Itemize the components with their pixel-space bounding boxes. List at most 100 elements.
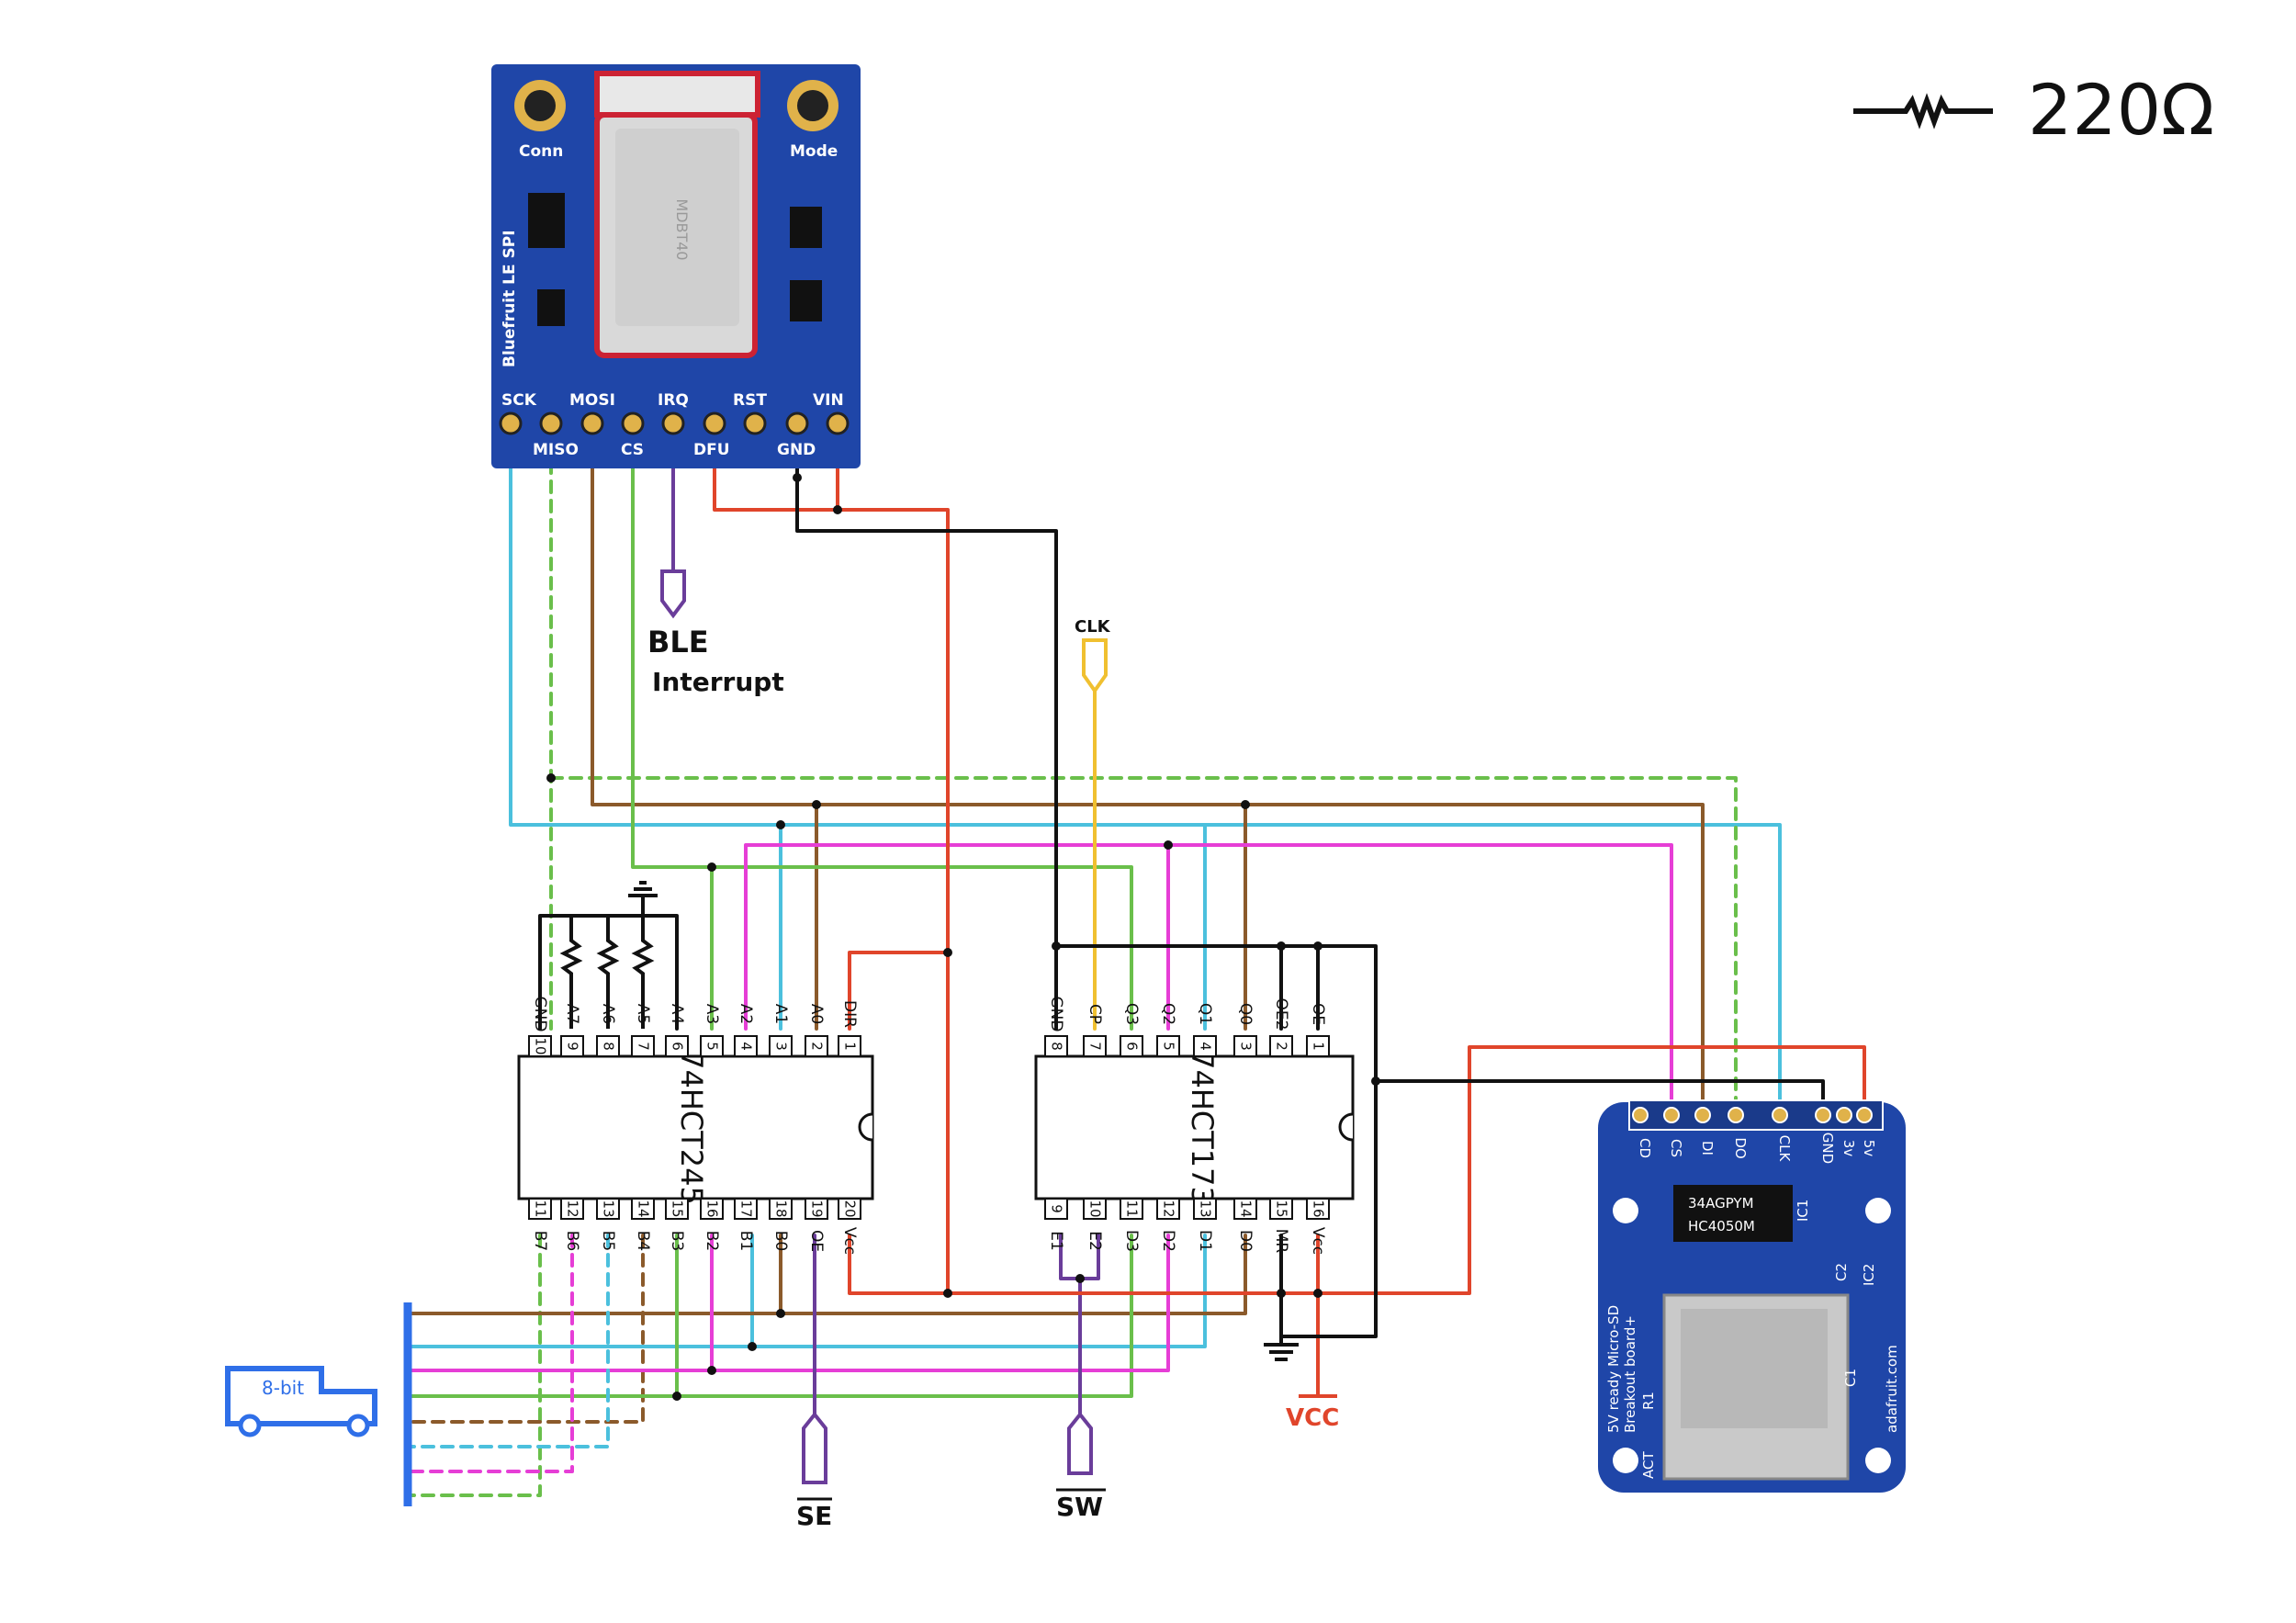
chip-pin-box bbox=[1233, 1035, 1257, 1057]
pin-pad bbox=[539, 411, 563, 435]
bus-icon-wheel bbox=[238, 1414, 262, 1437]
ground-symbol bbox=[628, 881, 658, 916]
chip-pin-box bbox=[1156, 1198, 1180, 1220]
wire-d1-cyan bbox=[750, 1234, 1207, 1348]
se-label: SE bbox=[796, 1501, 832, 1531]
pulldown-resistors bbox=[540, 881, 677, 1029]
mount-hole-left-inner bbox=[524, 90, 556, 121]
chip-pin-number: 8 bbox=[1049, 1042, 1065, 1051]
chip-pin-box bbox=[1120, 1198, 1143, 1220]
chip-pin-box bbox=[560, 1035, 584, 1057]
chip-pin-label: A7 bbox=[563, 1004, 581, 1024]
junction-dots bbox=[546, 473, 1380, 1401]
sd-pin-pad bbox=[1772, 1107, 1788, 1123]
chip-pin-box bbox=[1193, 1035, 1217, 1057]
chip-pin-label: Vcc bbox=[840, 1227, 859, 1255]
chip-pin-box bbox=[1306, 1035, 1330, 1057]
resistor-a5 bbox=[631, 916, 655, 1029]
sd-pin-pad bbox=[1836, 1107, 1852, 1123]
sd-mount-hole bbox=[1613, 1448, 1638, 1473]
sd-pin-pad bbox=[1728, 1107, 1744, 1123]
sd-act-label: ACT bbox=[1640, 1451, 1657, 1479]
chip-pin-box bbox=[734, 1198, 758, 1220]
chip-pin-label: Vcc bbox=[1309, 1227, 1327, 1255]
chip-pin-box bbox=[665, 1035, 689, 1057]
chip-pin-label: OE2 bbox=[1272, 998, 1290, 1031]
sd-pin-label: CLK bbox=[1776, 1135, 1793, 1163]
junction-dot bbox=[793, 473, 802, 482]
wire-d3-green bbox=[675, 1234, 1133, 1398]
chip-pin-number: 6 bbox=[670, 1042, 686, 1051]
chip-pin-number: 4 bbox=[738, 1042, 755, 1051]
resistor-a6 bbox=[596, 916, 620, 1029]
chip-pin-label: A0 bbox=[807, 1004, 826, 1024]
chip-pin-number: 11 bbox=[533, 1200, 549, 1217]
ble-interrupt-connector: BLE Interrupt bbox=[647, 569, 784, 697]
bus-8bit: 8-bit bbox=[225, 1302, 412, 1506]
chip-pin-label: B1 bbox=[737, 1231, 755, 1251]
chip-pin-number: 12 bbox=[1161, 1200, 1177, 1217]
chip-pin-label: D2 bbox=[1159, 1230, 1177, 1252]
wire-b5-cyan-dashed bbox=[406, 1234, 610, 1448]
sd-mount-hole bbox=[1865, 1448, 1891, 1473]
chip-pin-number: 8 bbox=[601, 1042, 617, 1051]
chip-pin-box bbox=[631, 1035, 655, 1057]
ble-pin-cs: CS bbox=[621, 441, 644, 459]
chip-pin-number: 16 bbox=[1311, 1200, 1327, 1217]
smd-chip-2 bbox=[537, 289, 565, 326]
wire-b6-magenta-dashed bbox=[406, 1234, 574, 1473]
chip-pin-box bbox=[596, 1198, 620, 1220]
interrupt-arrow bbox=[660, 569, 686, 619]
ble-pin-miso: MISO bbox=[533, 441, 579, 459]
junction-dot bbox=[1313, 941, 1322, 951]
sd-pin-label: 3v bbox=[1840, 1140, 1857, 1157]
chip-pin-number: 1 bbox=[842, 1042, 859, 1051]
ble-side-text: Bluefruit LE SPI bbox=[501, 230, 519, 367]
pin-pad bbox=[785, 411, 809, 435]
chip-pin-box bbox=[769, 1035, 793, 1057]
junction-dot bbox=[1371, 1076, 1380, 1086]
chip-74hct173: 74HCT173 8GND7CP6Q35Q24Q13Q02OE21OE9E110… bbox=[1034, 997, 1355, 1255]
sd-mount-hole bbox=[1613, 1198, 1638, 1223]
wire-d0-brown bbox=[779, 1234, 1247, 1315]
chip-245-name: 74HCT245 bbox=[674, 1051, 709, 1205]
chip-pin-label: MR bbox=[1272, 1229, 1290, 1254]
ble-mode-label: Mode bbox=[790, 142, 838, 161]
wire-sck-cyan bbox=[509, 422, 1782, 1113]
ble-interrupt-label-2: Interrupt bbox=[652, 667, 784, 697]
ble-pin-dfu: DFU bbox=[693, 441, 730, 459]
ble-shield bbox=[615, 129, 739, 326]
chip-pin-box bbox=[1269, 1198, 1293, 1220]
pin-pad bbox=[703, 411, 726, 435]
chip-pin-number: 10 bbox=[533, 1037, 549, 1054]
wire-mr-gnd bbox=[1279, 1079, 1378, 1345]
sd-pin-label: DI bbox=[1699, 1141, 1716, 1155]
chip-pin-label: D0 bbox=[1236, 1230, 1255, 1252]
chip-pin-label: OE bbox=[807, 1230, 826, 1252]
clk-connector: CLK bbox=[1075, 617, 1111, 694]
chip-pin-number: 2 bbox=[809, 1042, 826, 1051]
smd-chip-1 bbox=[528, 193, 565, 248]
chip-pin-number: 9 bbox=[565, 1042, 581, 1051]
sd-ic-line1: 34AGPYM bbox=[1688, 1195, 1754, 1212]
chip-pin-number: 3 bbox=[1238, 1042, 1255, 1051]
sd-card-slot-inner bbox=[1681, 1309, 1828, 1428]
junction-dot bbox=[672, 1392, 681, 1401]
wire-b4-brown-dashed bbox=[406, 1234, 645, 1424]
pin-pad bbox=[826, 411, 850, 435]
wire-gnd-black bbox=[753, 422, 1058, 1031]
chip-pin-number: 11 bbox=[1124, 1200, 1141, 1217]
ble-antenna bbox=[594, 71, 760, 118]
chip-pin-label: A4 bbox=[668, 1004, 686, 1024]
chip-pin-number: 6 bbox=[1124, 1042, 1141, 1051]
sd-r1-label: R1 bbox=[1640, 1392, 1657, 1410]
ble-module: MDBT40 Conn Mode Bluefruit LE SPI SCK MO… bbox=[491, 64, 861, 468]
wire-b7-green-dashed bbox=[406, 1234, 542, 1497]
chip-pin-number: 13 bbox=[1198, 1200, 1214, 1217]
chip-pin-number: 9 bbox=[1049, 1204, 1065, 1213]
pin-pad bbox=[499, 411, 523, 435]
wire-mosi-brown bbox=[591, 422, 1705, 1113]
chip-pin-box bbox=[1044, 1198, 1068, 1220]
resistor-legend-value: 220Ω bbox=[2028, 69, 2214, 151]
